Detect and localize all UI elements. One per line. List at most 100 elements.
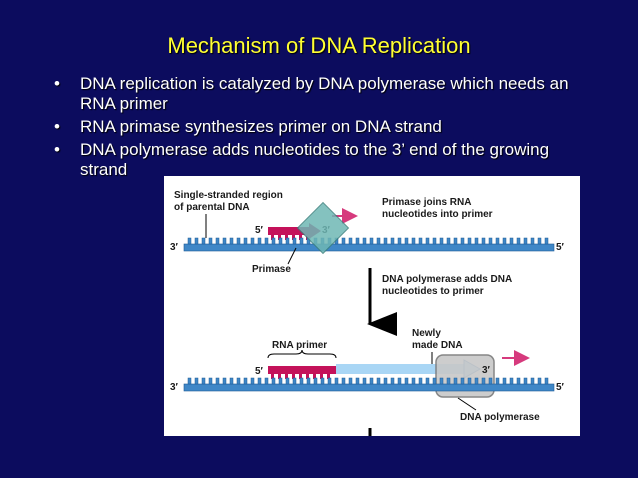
base-tick (495, 377, 500, 385)
pointer-line (287, 247, 297, 265)
base-tick (425, 377, 430, 385)
label-polymerase-adds: DNA polymerase adds DNA (382, 274, 512, 285)
base-tick (264, 377, 269, 385)
base-tick (453, 237, 458, 245)
base-tick (334, 377, 339, 385)
base-tick (383, 237, 388, 245)
base-tick (411, 377, 416, 385)
base-tick (292, 237, 297, 245)
base-tick (446, 377, 451, 385)
base-tick (432, 237, 437, 245)
base-tick (355, 237, 360, 245)
base-tick (299, 237, 304, 245)
base-tick (439, 377, 444, 385)
label-5prime: 5′ (556, 242, 565, 253)
base-tick (320, 377, 325, 385)
label-3prime: 3′ (482, 365, 491, 376)
primer-tick (278, 235, 281, 240)
bullet-item: • RNA primase synthesizes primer on DNA … (54, 117, 614, 137)
base-tick (404, 237, 409, 245)
bullet-icon: • (54, 74, 60, 93)
base-tick (250, 237, 255, 245)
strand-backbone (183, 383, 555, 392)
base-tick (362, 377, 367, 385)
base-tick (383, 377, 388, 385)
base-tick (439, 237, 444, 245)
base-tick (194, 237, 199, 245)
base-tick (523, 237, 528, 245)
label-3prime: 3′ (170, 242, 179, 253)
base-tick (215, 237, 220, 245)
base-tick (369, 237, 374, 245)
pointer-line (457, 397, 477, 411)
primer-tick (271, 374, 274, 379)
base-tick (390, 237, 395, 245)
base-tick (299, 377, 304, 385)
base-tick (488, 237, 493, 245)
base-tick (243, 237, 248, 245)
label-primase-joins-2: nucleotides into primer (382, 209, 493, 220)
base-tick (236, 237, 241, 245)
base-tick (194, 377, 199, 385)
slide-title: Mechanism of DNA Replication (167, 33, 471, 58)
base-tick (474, 237, 479, 245)
base-tick (355, 377, 360, 385)
base-tick (530, 377, 535, 385)
base-tick (376, 237, 381, 245)
base-tick (516, 237, 521, 245)
base-tick (201, 237, 206, 245)
base-tick (257, 237, 262, 245)
base-tick (481, 377, 486, 385)
primer-bracket (267, 349, 337, 359)
primer-tick (306, 374, 309, 379)
base-tick (530, 237, 535, 245)
base-tick (418, 237, 423, 245)
base-tick (502, 237, 507, 245)
base-tick (222, 377, 227, 385)
base-tick (348, 377, 353, 385)
label-5prime: 5′ (255, 225, 264, 236)
label-primase-joins: Primase joins RNA (382, 197, 471, 208)
primer-tick (285, 235, 288, 240)
base-tick (404, 377, 409, 385)
base-tick (229, 377, 234, 385)
base-tick (285, 377, 290, 385)
base-tick (208, 377, 213, 385)
base-tick (250, 377, 255, 385)
label-primase: Primase (252, 264, 291, 275)
base-tick (376, 377, 381, 385)
base-tick (474, 377, 479, 385)
new-dna-strand (336, 364, 464, 374)
base-tick (502, 377, 507, 385)
base-tick (453, 377, 458, 385)
base-tick (257, 377, 262, 385)
bullet-icon: • (54, 140, 60, 159)
label-single-strand: Single-stranded region (174, 190, 283, 201)
base-tick (187, 237, 192, 245)
primer-tick (292, 374, 295, 379)
base-tick (467, 377, 472, 385)
primer-tick (299, 235, 302, 240)
base-tick (390, 377, 395, 385)
label-5prime: 5′ (255, 366, 264, 377)
base-tick (278, 377, 283, 385)
label-newly-2: made DNA (412, 340, 463, 351)
base-tick (488, 377, 493, 385)
base-tick (369, 377, 374, 385)
bullet-text: DNA replication is catalyzed by DNA poly… (80, 74, 569, 93)
base-tick (523, 377, 528, 385)
base-tick (208, 237, 213, 245)
base-tick (460, 237, 465, 245)
bullet-icon: • (54, 117, 60, 136)
base-tick (271, 237, 276, 245)
parental-strand (183, 237, 555, 252)
bullet-text: RNA primase synthesizes primer on DNA st… (80, 117, 442, 136)
base-tick (306, 377, 311, 385)
bullet-text: DNA polymerase adds nucleotides to the 3… (80, 140, 550, 159)
label-polymerase-adds-2: nucleotides to primer (382, 286, 484, 297)
primer-tick (327, 374, 330, 379)
base-tick (509, 237, 514, 245)
base-tick (264, 237, 269, 245)
primase-enzyme (296, 201, 350, 255)
primer-body (268, 227, 309, 235)
